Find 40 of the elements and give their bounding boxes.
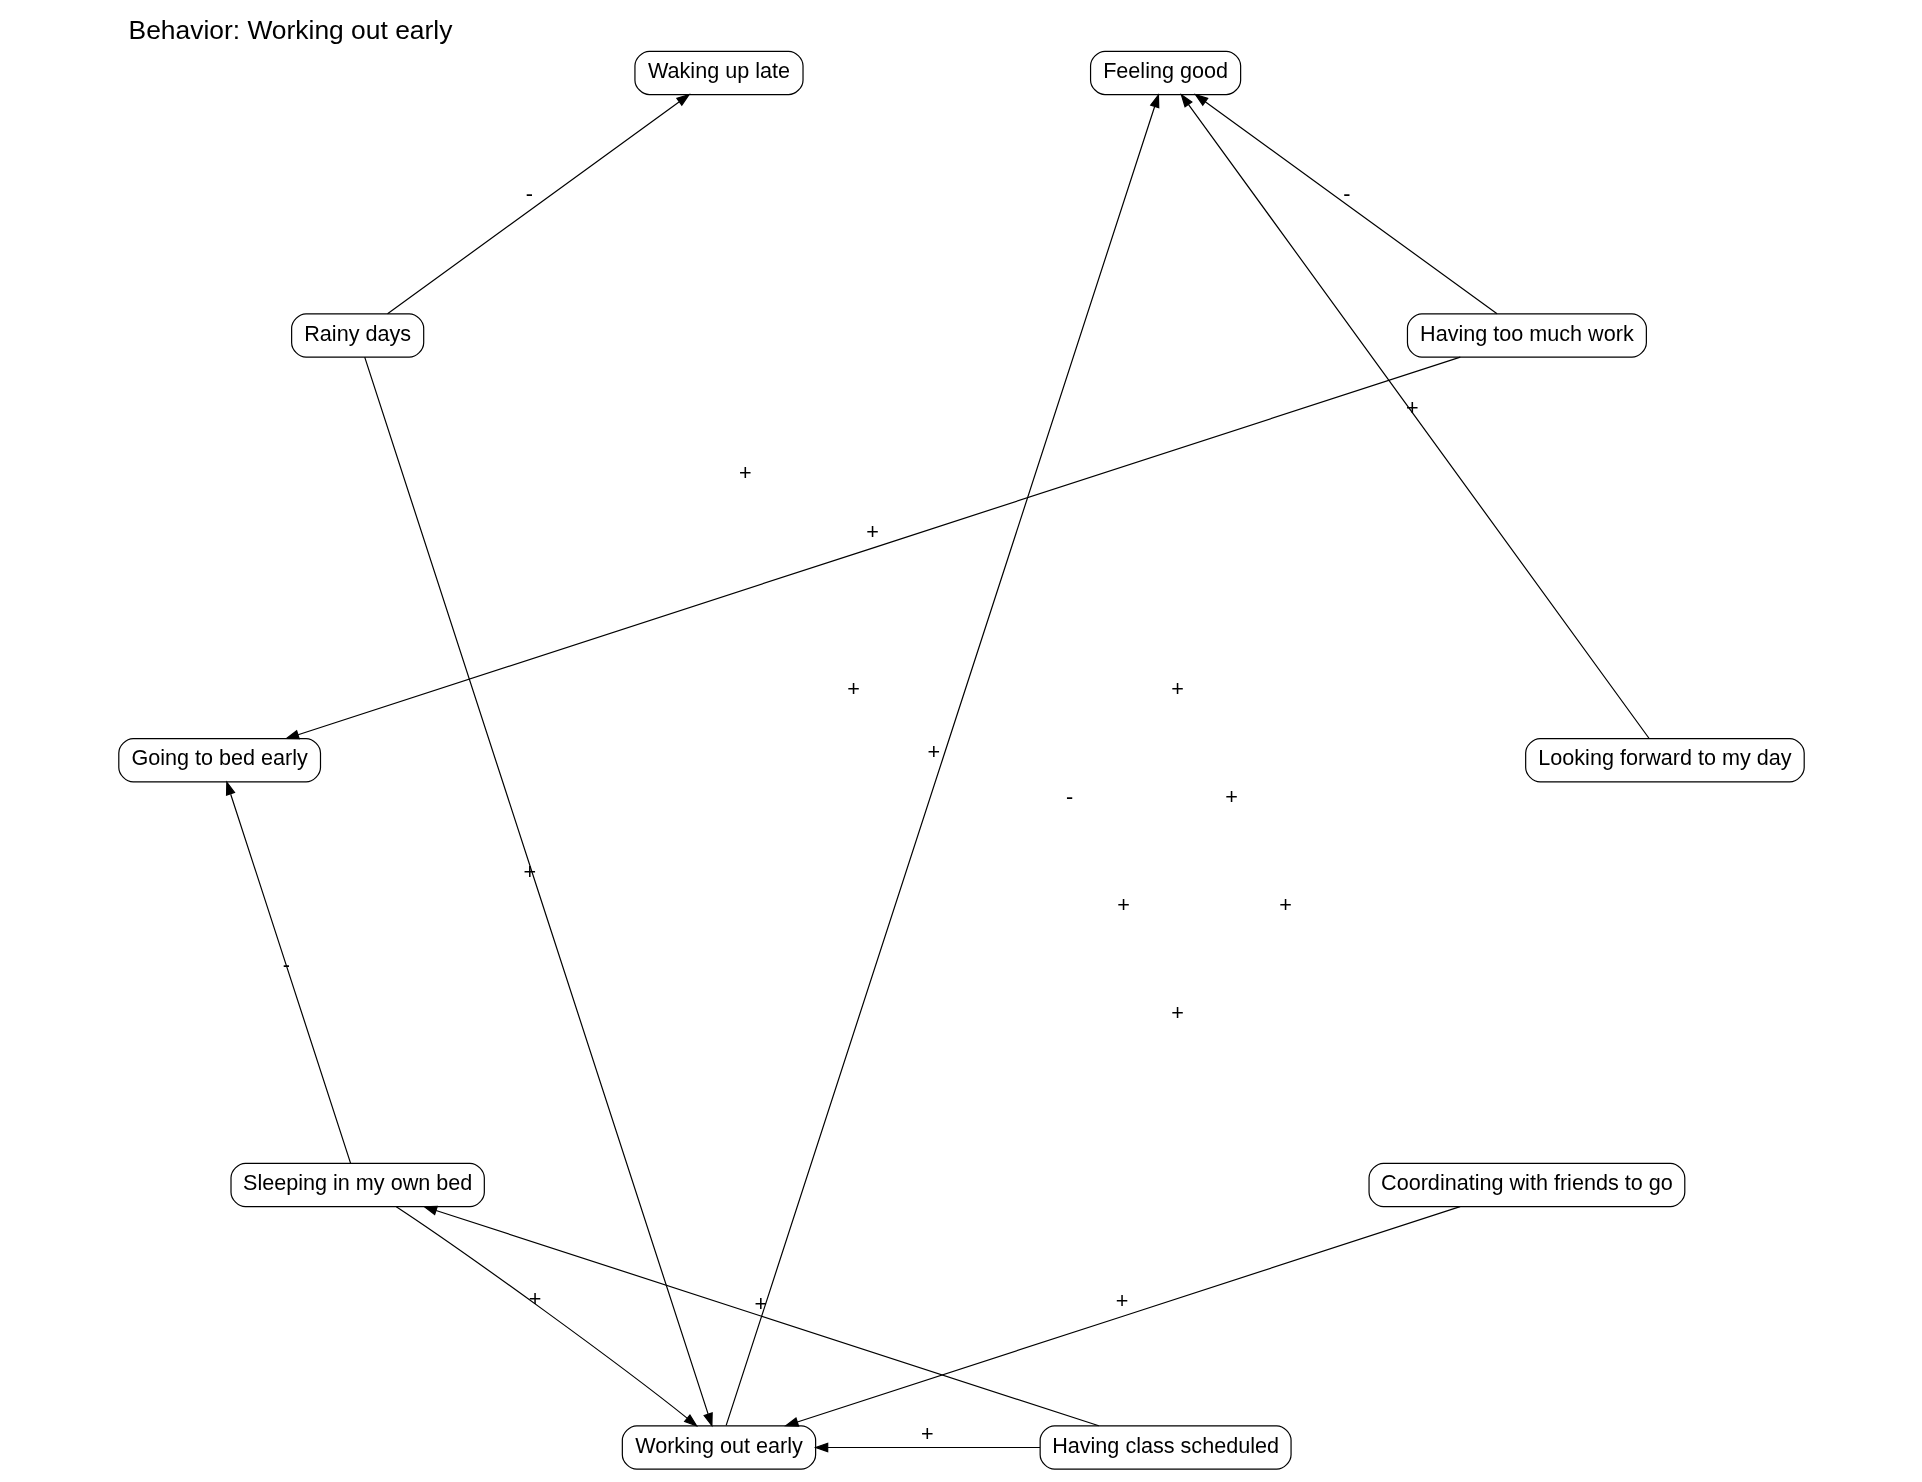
edge-label: + [754, 1291, 767, 1317]
node-box: Having too much work [1406, 313, 1647, 358]
arrow [1193, 93, 1498, 315]
node-box: Looking forward to my day [1524, 738, 1805, 783]
label: + [1170, 1000, 1184, 1026]
arrow [783, 1206, 1461, 1427]
arrow [363, 356, 713, 1428]
diagram-title: Behavior: Working out early [128, 14, 452, 45]
label: + [738, 459, 752, 485]
node-box: Feeling good [1089, 50, 1241, 96]
label: + [1170, 675, 1184, 701]
edge-label: + [920, 1420, 934, 1446]
node-box: Coordinating with friends to go [1367, 1162, 1685, 1208]
node-box: Going to bed early [117, 738, 321, 783]
node-box: Sleeping in my own bed [229, 1162, 485, 1208]
node-box: Working out early [621, 1425, 816, 1470]
arrow [813, 1442, 1041, 1453]
arrow [395, 1206, 698, 1427]
edge-label: - [282, 952, 290, 978]
label: + [846, 675, 860, 701]
edge-label: + [1405, 394, 1419, 420]
label: + [1116, 891, 1130, 917]
edge-label: + [865, 519, 879, 545]
node-box: Waking up late [633, 50, 804, 96]
label: + [1224, 783, 1238, 809]
node-box: Rainy days [290, 313, 424, 358]
edge-label: + [1115, 1287, 1128, 1313]
arrow [725, 93, 1159, 1426]
label: - [1065, 783, 1073, 809]
node-box: Having class scheduled [1039, 1425, 1292, 1470]
edge-label: + [927, 739, 940, 765]
arrow [386, 93, 691, 315]
arrow [422, 1205, 1099, 1427]
edge-label: + [528, 1285, 541, 1311]
arrow [225, 780, 351, 1164]
arrow [1179, 93, 1650, 740]
edge-label: - [525, 181, 533, 207]
label: + [1278, 891, 1292, 917]
edge-label: - [1342, 181, 1351, 207]
arrow [284, 356, 1461, 740]
